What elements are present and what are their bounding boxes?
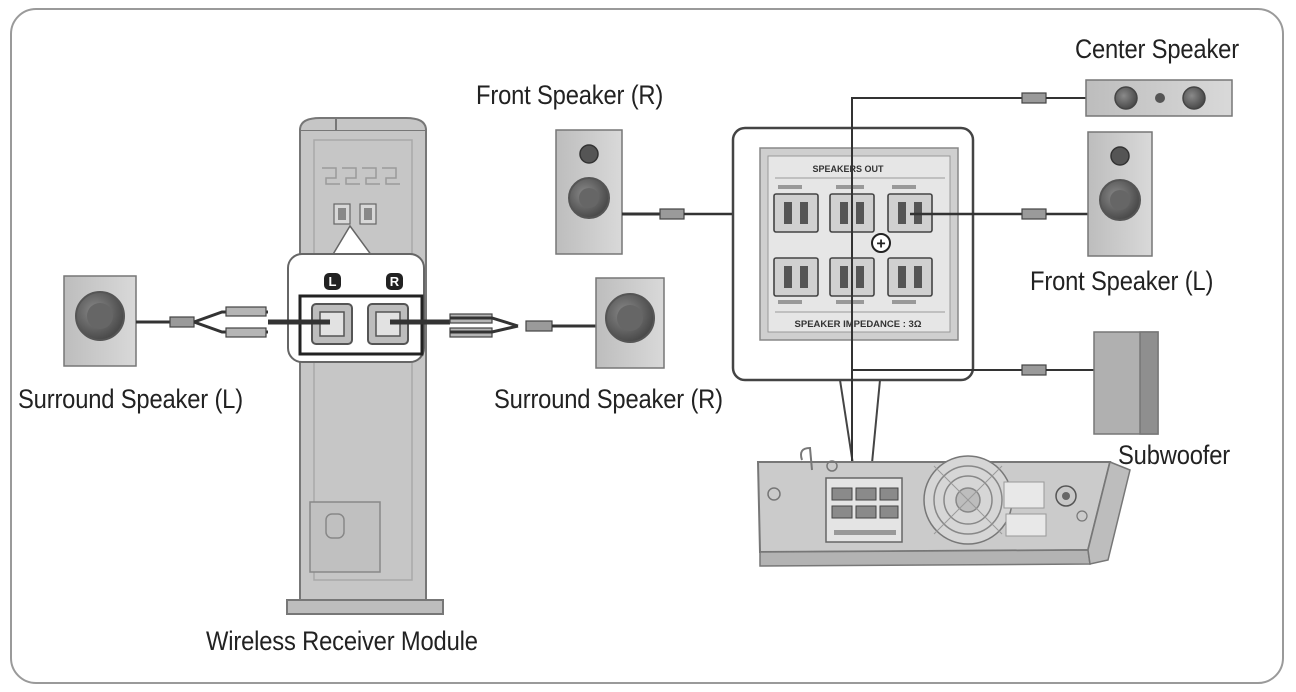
- front-speaker-l-label: Front Speaker (L): [1030, 266, 1214, 296]
- wireless-receiver-module-label: Wireless Receiver Module: [206, 626, 478, 656]
- surround-speaker-r-label: Surround Speaker (R): [494, 384, 723, 414]
- wireless-receiver-module: L R: [286, 117, 444, 615]
- front-speaker-l: [1087, 131, 1153, 257]
- surround-speaker-l: [63, 275, 137, 367]
- left-terminal-badge: [324, 273, 341, 290]
- surround-speaker-l-label: Surround Speaker (L): [18, 384, 243, 414]
- subwoofer: [1093, 331, 1159, 435]
- left-terminal-label: L: [329, 274, 337, 289]
- main-unit: [756, 446, 1131, 567]
- right-terminal-badge: [386, 273, 403, 290]
- right-terminal-label: R: [390, 274, 400, 289]
- subwoofer-label: Subwoofer: [1118, 440, 1231, 470]
- speaker-impedance-text: SPEAKER IMPEDANCE : 3Ω: [795, 319, 922, 330]
- cable-front-l: [910, 208, 1088, 220]
- cable-subwoofer: [851, 300, 1094, 376]
- front-speaker-r-label: Front Speaker (R): [476, 80, 664, 110]
- speakers-out-title: SPEAKERS OUT: [812, 164, 884, 174]
- front-speaker-r: [555, 129, 623, 255]
- center-speaker: [1085, 79, 1233, 117]
- center-speaker-label: Center Speaker: [1075, 34, 1239, 64]
- surround-speaker-r: [595, 277, 665, 369]
- speakers-out-callout: SPEAKERS OUT + SPEAKER IMPEDANCE : 3Ω: [731, 126, 975, 485]
- cable-surround-r: [390, 313, 596, 338]
- polarity-symbol: +: [876, 236, 885, 253]
- cable-surround-l: [136, 306, 330, 338]
- vent-pattern: [322, 167, 400, 185]
